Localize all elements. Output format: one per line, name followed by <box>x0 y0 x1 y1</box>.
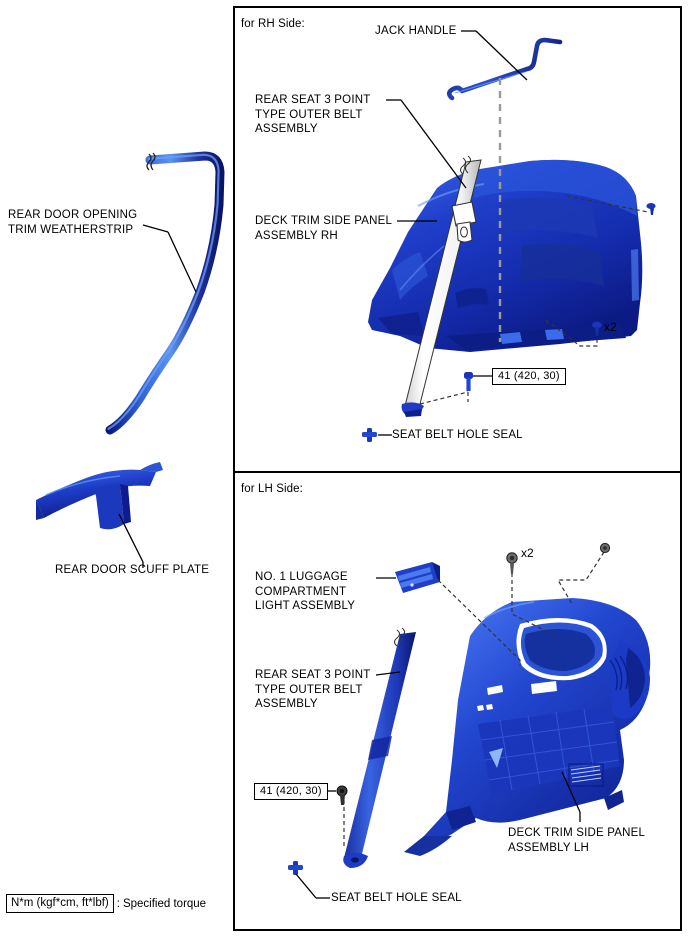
callout-rear-door-opening-trim-weatherstrip: REAR DOOR OPENING TRIM WEATHERSTRIP <box>8 209 138 236</box>
screw-quantity-lh: x2 <box>521 546 534 560</box>
legend-separator: : <box>116 897 120 910</box>
callout-seat-belt-hole-seal-lh: SEAT BELT HOLE SEAL <box>331 892 462 904</box>
callout-deck-trim-side-panel-assembly-rh: DECK TRIM SIDE PANEL ASSEMBLY RH <box>255 215 393 242</box>
callout-jack-handle: JACK HANDLE <box>375 25 457 37</box>
clip-quantity-rh: x2 <box>604 320 617 334</box>
footer-legend: N*m (kgf*cm, ft*lbf) : Specified torque <box>6 894 206 913</box>
legend-unit-box: N*m (kgf*cm, ft*lbf) <box>6 894 114 913</box>
callout-deck-trim-side-panel-assembly-lh: DECK TRIM SIDE PANEL ASSEMBLY LH <box>508 827 646 854</box>
rh-lh-outer-frame <box>233 6 682 931</box>
panel-divider <box>233 471 682 473</box>
torque-spec-lh: 41 (420, 30) <box>254 783 328 800</box>
callout-rear-seat-3-point-type-outer-belt-assembly-rh: REAR SEAT 3 POINT TYPE OUTER BELT ASSEMB… <box>255 94 371 135</box>
callout-rear-seat-3-point-type-outer-belt-assembly-lh: REAR SEAT 3 POINT TYPE OUTER BELT ASSEMB… <box>255 669 371 710</box>
rear-door-scuff-plate-art <box>36 462 163 530</box>
callout-no-1-luggage-compartment-light-assembly: NO. 1 LUGGAGE COMPARTMENT LIGHT ASSEMBLY <box>255 571 356 612</box>
rh-side-title: for RH Side: <box>241 18 305 30</box>
lh-side-title: for LH Side: <box>241 483 303 495</box>
callout-rear-door-scuff-plate: REAR DOOR SCUFF PLATE <box>55 564 210 576</box>
callout-seat-belt-hole-seal-rh: SEAT BELT HOLE SEAL <box>392 429 523 441</box>
rear-door-opening-trim-weatherstrip-art <box>105 151 225 435</box>
torque-spec-rh: 41 (420, 30) <box>492 368 566 385</box>
legend-description: Specified torque <box>122 897 207 910</box>
